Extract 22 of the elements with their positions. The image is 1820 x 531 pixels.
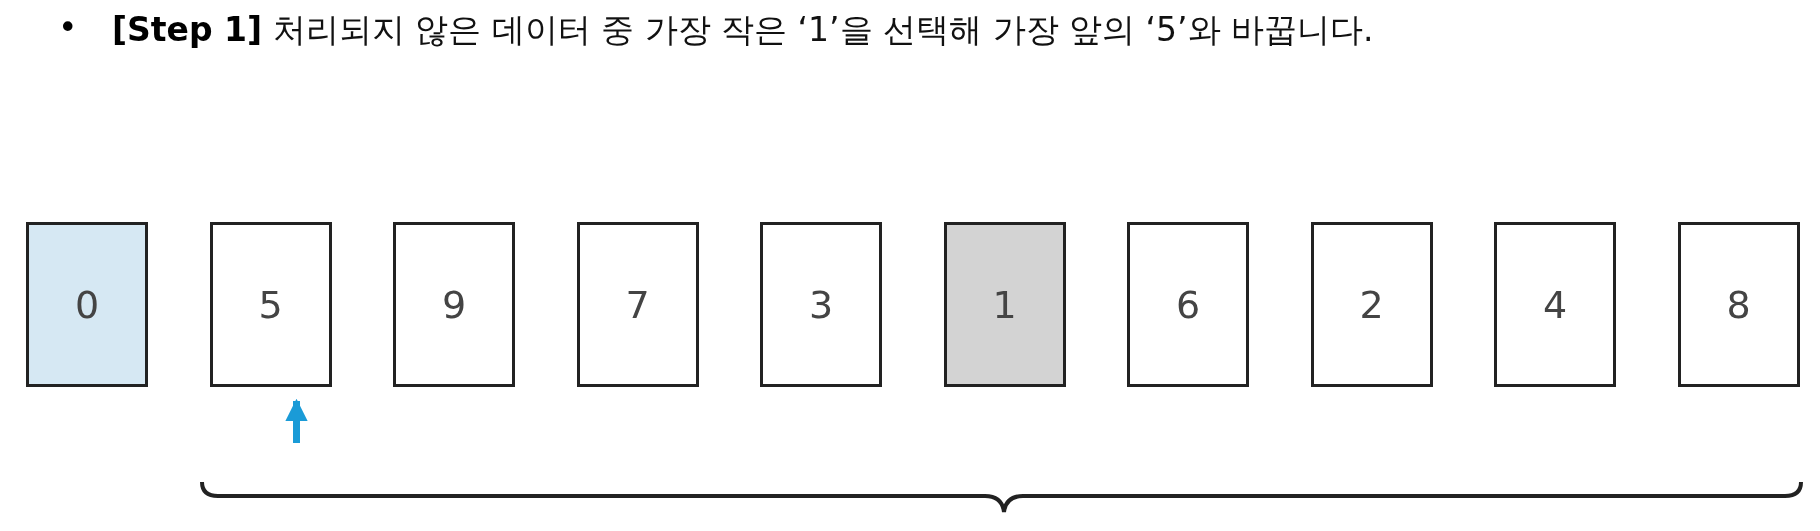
number-card — [393, 222, 515, 387]
card-number: 0 — [74, 282, 100, 327]
number-card — [1677, 222, 1800, 387]
bullet-icon: • — [58, 8, 78, 47]
card-number: 4 — [1542, 282, 1568, 327]
number-card — [1310, 222, 1433, 387]
number-card — [576, 222, 699, 387]
card-number: 9 — [441, 282, 467, 327]
number-card — [1127, 222, 1249, 387]
card-number: 3 — [808, 282, 834, 327]
step-heading: [Step 1] 처리되지 않은 데이터 중 가장 작은 ‘1’을 선택해 가장 앞의 ‘5’와 바꿉니다. — [112, 9, 1374, 51]
number-card — [26, 222, 148, 387]
card-number: 7 — [625, 282, 650, 327]
number-card — [943, 222, 1066, 387]
number-card — [1494, 222, 1616, 387]
card-number: 1 — [992, 282, 1017, 327]
card-number: 5 — [258, 282, 283, 327]
card-number: 2 — [1359, 282, 1384, 327]
number-card — [209, 222, 332, 387]
number-card — [760, 222, 882, 387]
card-number: 8 — [1726, 282, 1751, 327]
card-number: 6 — [1175, 282, 1201, 327]
